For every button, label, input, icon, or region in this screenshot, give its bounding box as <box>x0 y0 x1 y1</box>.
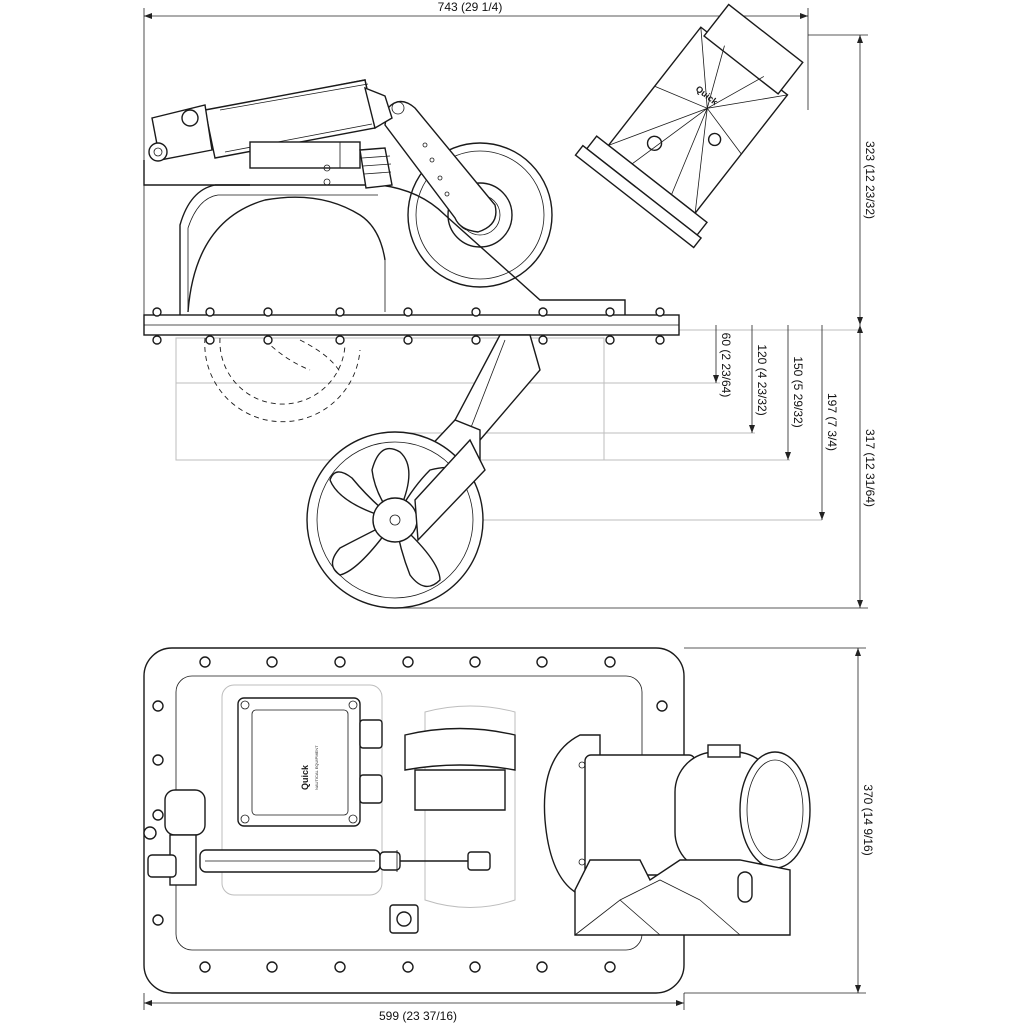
bolt <box>655 335 665 345</box>
depth-150-label: 150 (5 29/32) <box>791 356 805 427</box>
bolt <box>152 335 162 345</box>
bolt <box>604 961 616 973</box>
control-box <box>237 697 383 827</box>
depth-dimension-60: 60 (2 23/64) <box>713 325 733 397</box>
bolt <box>536 961 548 973</box>
depth-dimension-150: 150 (5 29/32) <box>785 325 805 460</box>
bolt <box>402 961 414 973</box>
bolt <box>403 335 413 345</box>
bolt <box>605 307 615 317</box>
bolt <box>403 307 413 317</box>
bolt <box>335 335 345 345</box>
bolt <box>152 914 164 926</box>
flange-bolts <box>152 307 665 345</box>
bolt <box>205 335 215 345</box>
plan-height-label: 370 (14 9/16) <box>861 784 875 855</box>
bolt <box>538 307 548 317</box>
bolt <box>335 307 345 317</box>
bolt <box>656 700 668 712</box>
bolt <box>263 335 273 345</box>
plan-height-dimension: 370 (14 9/16) <box>684 647 875 994</box>
bolt <box>402 656 414 668</box>
bottom-height-label: 317 (12 31/64) <box>863 429 877 507</box>
bolt <box>538 335 548 345</box>
bolt <box>655 307 665 317</box>
bolt <box>334 961 346 973</box>
overall-width-label: 743 (29 1/4) <box>438 0 503 14</box>
bolt <box>199 961 211 973</box>
propeller <box>306 431 486 609</box>
bolt <box>469 656 481 668</box>
plan-view: Quick NAUTICAL EQUIPMENT <box>143 647 875 1023</box>
lever-arm <box>384 100 497 233</box>
bolt <box>199 656 211 668</box>
bolt <box>152 700 164 712</box>
bolt <box>469 961 481 973</box>
side-view: Quick 323 (12 23/32) <box>143 3 877 609</box>
plan-motor <box>543 734 811 936</box>
bolt <box>263 307 273 317</box>
bolt <box>266 961 278 973</box>
plan-actuator <box>143 789 491 886</box>
linear-actuator <box>143 79 393 189</box>
bottom-height-dimension: 317 (12 31/64) <box>400 325 877 609</box>
bolt <box>266 656 278 668</box>
depth-dimension-197: 197 (7 3/4) <box>819 325 839 520</box>
bolt <box>471 335 481 345</box>
depth-dimension-120: 120 (4 23/32) <box>749 325 769 433</box>
bolt <box>334 656 346 668</box>
mounting-flange <box>143 314 680 336</box>
control-box-logo: Quick <box>300 764 310 790</box>
depth-120-label: 120 (4 23/32) <box>755 344 769 415</box>
bolt <box>152 754 164 766</box>
bolt <box>205 307 215 317</box>
top-height-dimension: 323 (12 23/32) <box>808 34 877 325</box>
stowed-propeller-outline <box>204 337 361 423</box>
motor-assembly <box>574 3 804 249</box>
drain-symbol <box>389 904 419 934</box>
bolt <box>604 656 616 668</box>
control-box-subtext: NAUTICAL EQUIPMENT <box>314 745 319 790</box>
overall-width-dimension: 743 (29 1/4) <box>143 0 809 330</box>
base-housing <box>179 184 626 315</box>
depth-197-label: 197 (7 3/4) <box>825 393 839 451</box>
bolt <box>536 656 548 668</box>
plan-width-label: 599 (23 37/16) <box>379 1009 457 1023</box>
bolt <box>471 307 481 317</box>
bolt <box>152 809 164 821</box>
bolt <box>605 335 615 345</box>
bolt <box>152 307 162 317</box>
top-height-label: 323 (12 23/32) <box>863 141 877 219</box>
depth-60-label: 60 (2 23/64) <box>719 333 733 398</box>
plan-width-dimension: 599 (23 37/16) <box>143 993 685 1023</box>
